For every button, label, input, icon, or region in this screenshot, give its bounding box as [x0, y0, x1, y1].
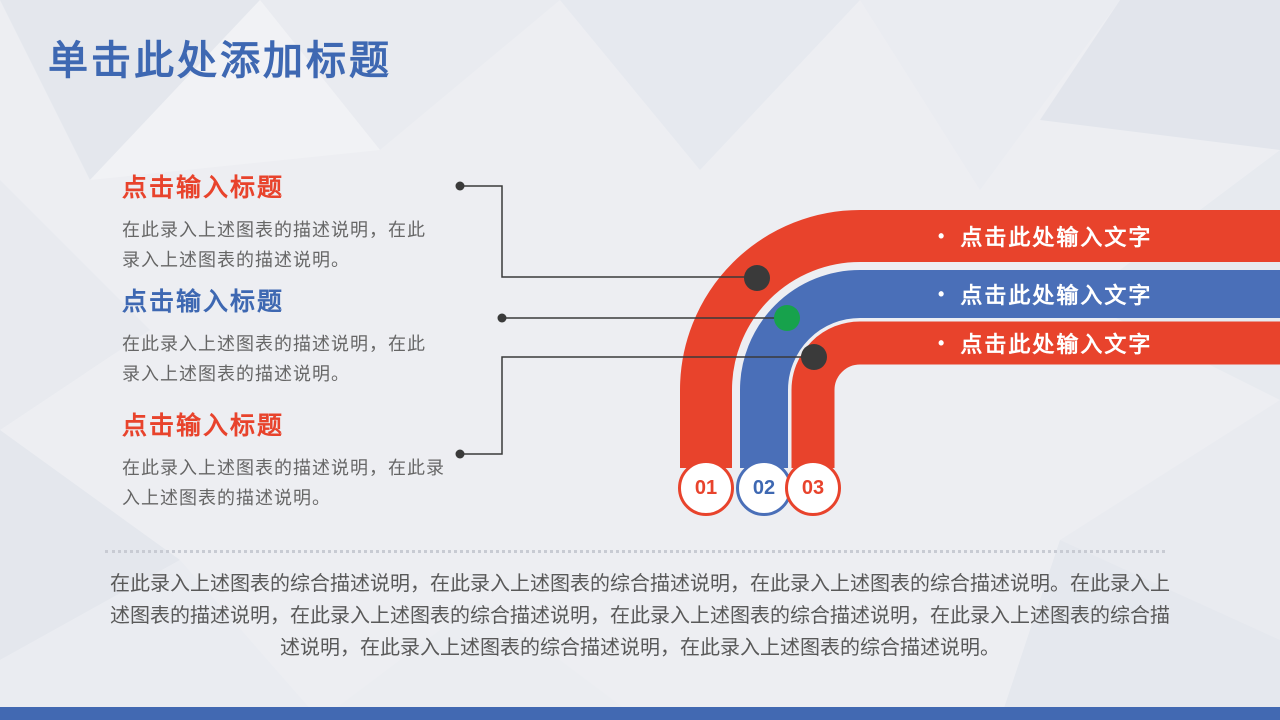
- track-band-middle-blue: [740, 270, 1280, 468]
- bar-text-3[interactable]: • 点击此处输入文字: [938, 329, 1152, 357]
- connector-line-3: [460, 356, 814, 455]
- step-number-02: 02: [752, 476, 776, 499]
- step-circle-02: 02: [736, 460, 792, 516]
- connector-line-1: [460, 185, 757, 278]
- step-number-03: 03: [801, 476, 825, 499]
- connector-start-dot-3: [455, 449, 465, 459]
- marker-dot-3: [801, 344, 827, 370]
- item-2-heading[interactable]: 点击输入标题: [122, 288, 285, 316]
- slide-title[interactable]: 单击此处添加标题: [48, 39, 392, 83]
- marker-dot-2: [774, 305, 800, 331]
- bullet-icon: •: [938, 332, 947, 353]
- track-band-inner-red: [791, 321, 1280, 468]
- step-circle-01: 01: [678, 460, 734, 516]
- item-3-body[interactable]: 在此录入上述图表的描述说明，在此录入上述图表的描述说明。: [122, 458, 445, 508]
- item-1-heading[interactable]: 点击输入标题: [122, 174, 285, 202]
- connector-start-dot-1: [455, 181, 465, 191]
- step-circle-03: 03: [785, 460, 841, 516]
- bar-text-1[interactable]: • 点击此处输入文字: [938, 222, 1152, 250]
- text-block-3: 点击输入标题 在此录入上述图表的描述说明，在此录入上述图表的描述说明。: [122, 406, 452, 513]
- marker-dot-1: [744, 265, 770, 291]
- bar-3-label: 点击此处输入文字: [960, 332, 1153, 357]
- bar-text-2[interactable]: • 点击此处输入文字: [938, 280, 1152, 308]
- footer-description[interactable]: 在此录入上述图表的综合描述说明，在此录入上述图表的综合描述说明，在此录入上述图表…: [110, 573, 1170, 659]
- item-3-heading[interactable]: 点击输入标题: [122, 412, 285, 440]
- connector-start-dot-2: [497, 313, 507, 323]
- bottom-accent-bar: [0, 707, 1280, 720]
- item-1-body[interactable]: 在此录入上述图表的描述说明，在此录入上述图表的描述说明。: [122, 220, 426, 270]
- text-block-1: 点击输入标题 在此录入上述图表的描述说明，在此录入上述图表的描述说明。: [122, 168, 432, 275]
- bar-2-label: 点击此处输入文字: [960, 283, 1153, 308]
- text-block-2: 点击输入标题 在此录入上述图表的描述说明，在此录入上述图表的描述说明。: [122, 282, 432, 389]
- item-2-body[interactable]: 在此录入上述图表的描述说明，在此录入上述图表的描述说明。: [122, 334, 426, 384]
- bullet-icon: •: [938, 225, 947, 246]
- bullet-icon: •: [938, 283, 947, 304]
- bar-1-label: 点击此处输入文字: [960, 225, 1153, 250]
- step-number-01: 01: [694, 476, 718, 499]
- dotted-divider: [105, 550, 1165, 553]
